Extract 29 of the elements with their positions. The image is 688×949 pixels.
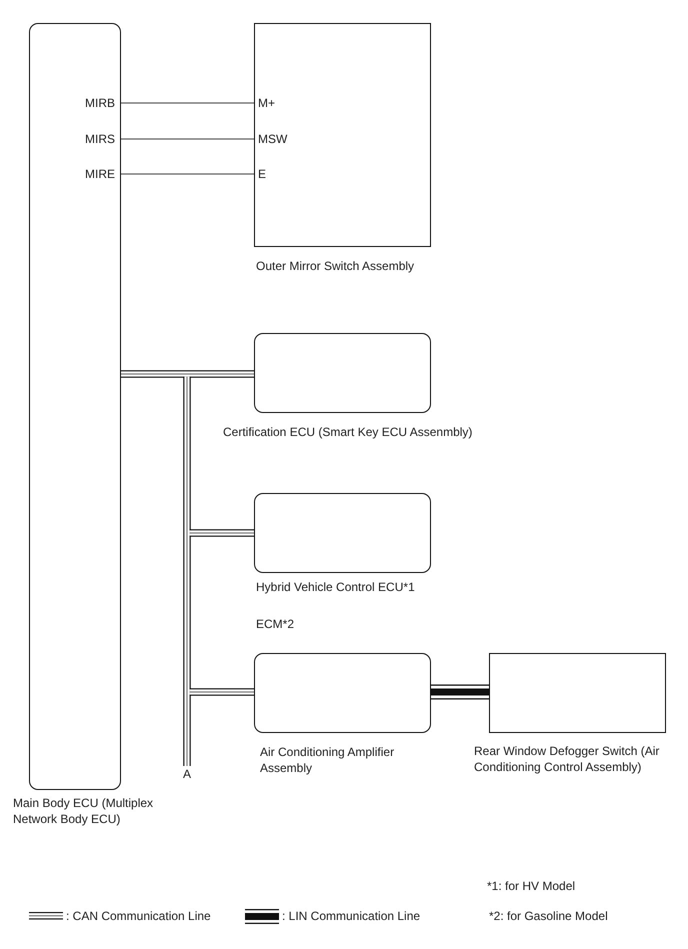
component-name: Main Body ECU (Multiplex Network Body ECU) [13,795,154,827]
component-name: Rear Window Defogger Switch (Air Conditioning Control Assembly) [474,743,660,775]
can-bus-line [183,692,191,766]
can-bus-line [183,376,191,533]
pin-label: E [258,166,266,182]
component-name: Hybrid Vehicle Control ECU*1 [256,579,415,595]
component-name: ECM*2 [256,616,294,632]
signal-wire [121,173,254,175]
can-bus-line [183,533,191,692]
terminal-label: A [180,766,194,782]
footnote: *1: for HV Model [487,878,576,894]
can-bus-line [190,688,254,696]
lin-bus-line [431,684,489,700]
can-bus-line [190,529,254,537]
component-name: Certification ECU (Smart Key ECU Assenmbly) [223,424,472,440]
pin-label: MIRS [85,131,115,147]
component-name: Air Conditioning Amplifier Assembly [260,744,396,776]
pin-label: M+ [258,95,276,111]
can-bus-line [121,370,187,378]
can-bus-line [187,370,254,378]
legend-text: : CAN Communication Line [66,908,211,924]
pin-label: MSW [258,131,288,147]
signal-wire [121,102,254,104]
pin-label: MIRE [85,166,115,182]
signal-wire [121,138,254,140]
footnote: *2: for Gasoline Model [489,908,608,924]
legend-text: : LIN Communication Line [282,908,420,924]
pin-label: MIRB [85,95,115,111]
component-name: Outer Mirror Switch Assembly [256,258,414,274]
